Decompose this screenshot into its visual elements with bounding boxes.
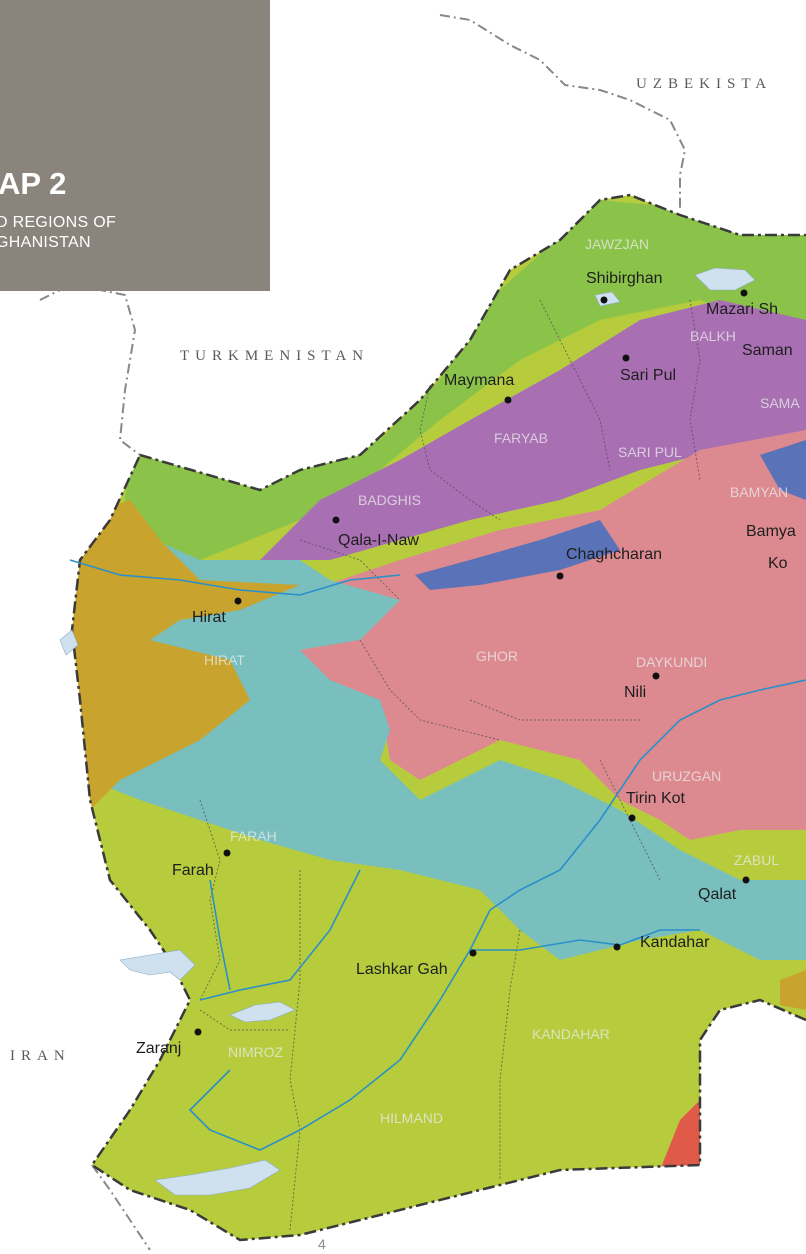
city-label-bamyan: Bamya [746,523,796,540]
province-boundary [539,299,611,471]
province-label-balkh: BALKH [690,328,736,344]
city-label-lashkar-gah: Lashkar Gah [356,961,448,978]
lake [59,629,79,656]
city-dot [600,296,608,304]
purple-region [260,300,806,560]
province-boundary [499,929,521,1180]
lake [154,1159,281,1196]
city-dot [652,672,660,680]
teal-region [85,520,806,960]
province-label-faryab: FARYAB [494,430,548,446]
map-title-box: AP 2 D REGIONS OF GHANISTAN [0,0,270,291]
province-label-farah: FARAH [230,828,277,844]
page-number: 4 [318,1236,326,1252]
arghandab-river [470,929,700,951]
city-dot [556,572,564,580]
city-label-nili: Nili [624,684,647,701]
province-label-zabul: ZABUL [734,852,780,868]
province-label-ghor: GHOR [476,648,518,664]
province-label-badghis: BADGHIS [358,492,422,508]
lake [694,267,756,291]
city-label-qalat: Qalat [698,886,737,903]
city-label-shibirghan: Shibirghan [586,270,663,287]
border-line [39,283,141,456]
province-label-hirat: HIRAT [204,652,245,668]
lake [594,291,621,307]
province-label-uruzgan: URUZGAN [652,768,722,784]
province-boundary [689,299,701,481]
city-label-samangan: Saman [742,342,793,359]
hari-rud-river [69,559,401,596]
country-label-turkmenistan: TURKMENISTAN [180,348,370,364]
khash-river [209,879,231,991]
province-boundary [419,384,501,521]
city-dot [223,849,231,857]
province-boundary [199,799,221,1001]
map-subtitle-line-2: GHANISTAN [0,234,91,251]
city-dot [332,516,340,524]
city-dot [628,814,636,822]
city-label-sari-pul: Sari Pul [620,367,677,384]
city-label-kandahar: Kandahar [640,934,710,951]
city-label-maymana: Maymana [444,372,515,389]
map-subtitle-line-1: D REGIONS OF [0,214,117,231]
province-label-bamyan: BAMYAN [730,484,789,500]
city-dot [740,289,748,297]
city-label-farah: Farah [172,862,214,879]
province-label-jawzjan: JAWZJAN [585,236,650,252]
city-dot [613,943,621,951]
province-label-sari-pul: SARI PUL [618,444,682,460]
pink-region [300,600,806,780]
border-line [439,14,687,210]
province-label-nimroz: NIMROZ [228,1044,284,1060]
province-label-daykundi: DAYKUNDI [636,654,708,670]
country-outline [70,193,806,1242]
ochre-region [780,970,806,1010]
country-label-iran: IRAN [10,1048,71,1064]
province-boundary [299,539,401,601]
city-label-tirin-kot: Tirin Kot [626,790,685,807]
city-label-zaranj: Zaranj [136,1040,182,1057]
city-dot [234,597,242,605]
lake [229,1001,296,1023]
province-boundary [289,870,301,1231]
city-dot [194,1028,202,1036]
blue-region [415,520,620,590]
city-dot [504,396,512,404]
province-label-kandahar: KANDAHAR [532,1026,610,1042]
city-label-chaghcharan: Chaghcharan [566,546,663,563]
border-line [91,1164,151,1251]
country-label-uzbekistan: UZBEKISTA [636,76,773,92]
ochre-region [72,500,300,810]
province-label-hilmand: HILMAND [380,1110,444,1126]
city-dot [469,949,477,957]
farah-river [199,869,361,1001]
city-label-qala-i-naw: Qala-I-Naw [338,532,419,549]
blue-region [760,440,806,500]
city-dot [742,876,750,884]
province-label-samangan: SAMA [760,395,800,411]
city-label-mazari-sharif: Mazari Sh [706,301,779,318]
lake [119,949,196,981]
map-title: AP 2 [0,166,67,201]
city-dot [622,354,630,362]
province-boundary [199,1009,290,1031]
city-label-hirat: Hirat [192,609,226,626]
city-label-kot: Ko [768,555,788,572]
province-boundary [359,639,501,741]
